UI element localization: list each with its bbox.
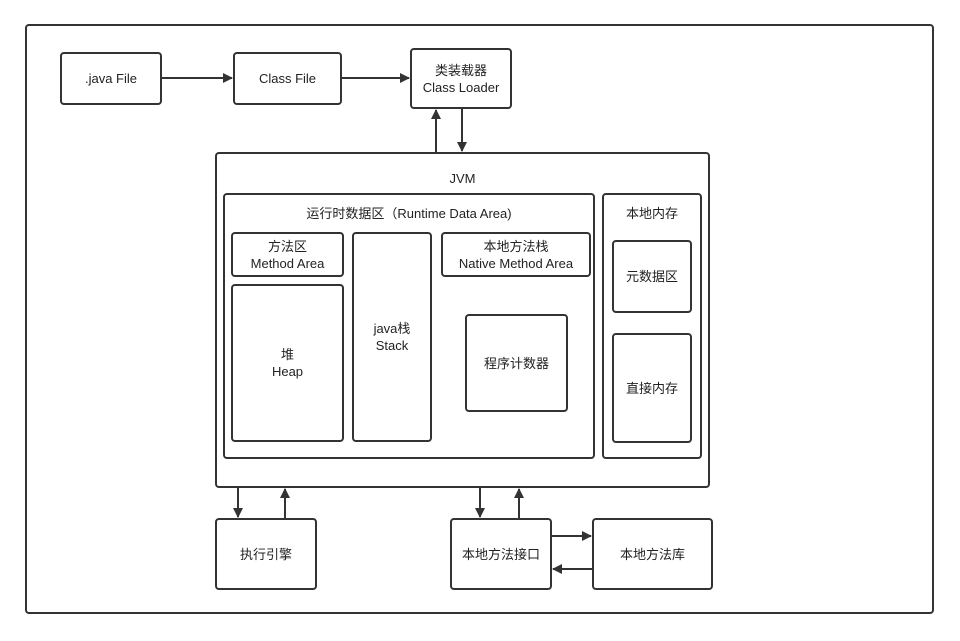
java-file-label: .java File [84, 71, 138, 86]
method-area-label-cn: 方法区 [267, 238, 307, 254]
class-loader-label-en: Class Loader [422, 79, 500, 95]
native-method-stack-node: 本地方法栈 Native Method Area [441, 232, 591, 277]
java-stack-label-cn: java栈 [373, 321, 411, 336]
runtime-data-area-label: 运行时数据区（Runtime Data Area) [306, 206, 512, 221]
native-interface-node: 本地方法接口 [450, 518, 552, 590]
class-file-node: Class File [233, 52, 342, 105]
native-library-node: 本地方法库 [592, 518, 713, 590]
native-interface-label: 本地方法接口 [461, 546, 540, 562]
direct-memory-node: 直接内存 [612, 333, 692, 443]
java-stack-label-en: Stack [375, 338, 409, 353]
execution-engine-node: 执行引擎 [215, 518, 317, 590]
native-method-stack-label-en: Native Method Area [458, 255, 574, 271]
class-loader-label-cn: 类装载器 [434, 62, 487, 78]
metaspace-label: 元数据区 [625, 269, 678, 284]
direct-memory-label: 直接内存 [625, 380, 678, 396]
jvm-label: JVM [449, 171, 476, 186]
execution-engine-label: 执行引擎 [239, 546, 292, 562]
metaspace-node: 元数据区 [612, 240, 692, 313]
heap-node: 堆 Heap [231, 284, 344, 442]
native-memory-label: 本地内存 [625, 206, 678, 221]
diagram-frame [25, 24, 934, 614]
java-stack-node: java栈 Stack [352, 232, 432, 442]
java-file-node: .java File [60, 52, 162, 105]
method-area-node: 方法区 Method Area [231, 232, 344, 277]
program-counter-node: 程序计数器 [465, 314, 568, 412]
method-area-label-en: Method Area [250, 255, 325, 271]
native-library-label: 本地方法库 [619, 546, 685, 562]
native-method-stack-label-cn: 本地方法栈 [483, 238, 549, 254]
class-file-label: Class File [258, 71, 317, 86]
heap-label-en: Heap [271, 364, 304, 379]
program-counter-label: 程序计数器 [483, 355, 549, 371]
class-loader-node: 类装载器 Class Loader [410, 48, 512, 109]
heap-label-cn: 堆 [280, 347, 294, 362]
